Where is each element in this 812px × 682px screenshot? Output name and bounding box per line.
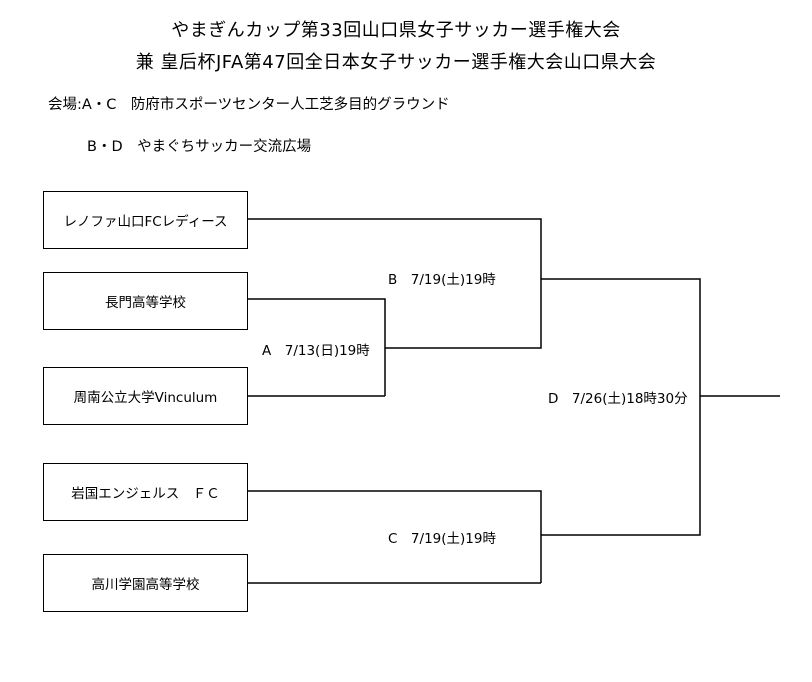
tournament-title-line2: 兼 皇后杯JFA第47回全日本女子サッカー選手権大会山口県大会: [135, 52, 657, 73]
match-label-a: A 7/13(日)19時: [262, 343, 370, 359]
venue-line-b-d: B・D やまぐちサッカー交流広場: [87, 139, 312, 155]
team-box-3: 周南公立大学Vinculum: [43, 367, 248, 425]
bracket-line-team4: [248, 490, 542, 583]
venue-line-a-c: 会場:A・C 防府市スポーツセンター人工芝多目的グラウンド: [48, 97, 450, 113]
bracket-line-match-a: [385, 279, 542, 349]
bracket-line-match-b: [541, 278, 701, 396]
team-box-5: 高川学園高等学校: [43, 554, 248, 612]
bracket-line-match-c: [541, 396, 701, 536]
team-box-2: 長門高等学校: [43, 272, 248, 330]
bracket-line-team2: [248, 298, 386, 396]
match-label-b: B 7/19(土)19時: [388, 272, 496, 288]
match-label-c: C 7/19(土)19時: [388, 531, 496, 547]
team-box-1: レノファ山口FCレディース: [43, 191, 248, 249]
tournament-title-line1: やまぎんカップ第33回山口県女子サッカー選手権大会: [171, 20, 621, 41]
bracket-line-team1: [248, 218, 542, 279]
match-label-d: D 7/26(土)18時30分: [548, 391, 688, 407]
team-box-4: 岩国エンジェルス ＦＣ: [43, 463, 248, 521]
